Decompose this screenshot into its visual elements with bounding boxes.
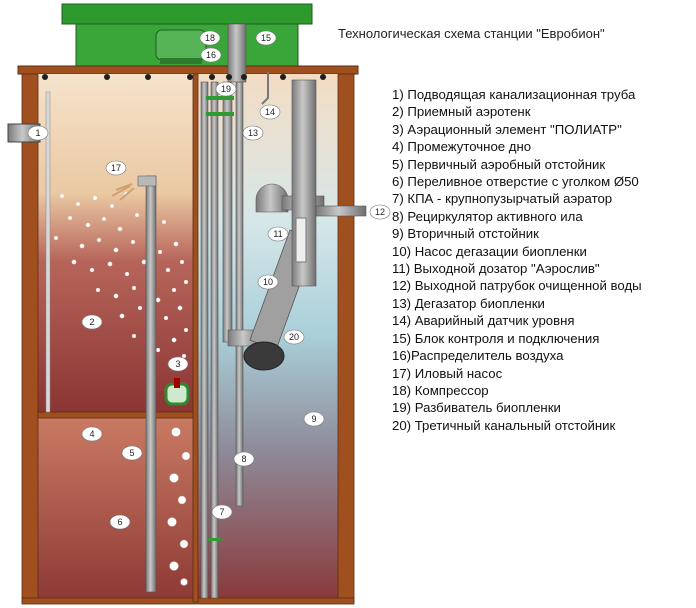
callout-label: 4 [89, 429, 94, 439]
legend-item: 20) Третичный канальный отстойник [392, 417, 616, 433]
callout-label: 8 [241, 454, 246, 464]
callout-label: 1 [35, 128, 40, 138]
coarse-bubbles [167, 427, 191, 586]
callout-marker: 1 [27, 125, 49, 141]
sludge-pump-pipe [111, 175, 157, 593]
green-clamp [208, 538, 222, 541]
callout-label: 3 [175, 359, 180, 369]
callout-marker: 12 [369, 204, 391, 220]
outlet-pipe [315, 205, 367, 217]
legend-item: 13) Дегазатор биопленки [392, 295, 545, 311]
callout-label: 17 [111, 163, 121, 173]
legend-item: 8) Рециркулятор активного ила [392, 208, 583, 224]
callout-marker: 7 [211, 504, 233, 520]
callout-marker: 20 [283, 329, 305, 345]
callout-label: 14 [265, 107, 275, 117]
callout-bubble [81, 426, 103, 442]
callout-bubble [267, 226, 289, 242]
callout-marker: 5 [121, 445, 143, 461]
callout-marker: 3 [167, 356, 189, 372]
callout-label: 13 [248, 128, 258, 138]
legend-item: 19) Разбиватель биопленки [392, 400, 561, 416]
callout-marker: 9 [303, 411, 325, 427]
legend-item: 14) Аварийный датчик уровня [392, 313, 575, 329]
callout-bubble [369, 204, 391, 220]
legend-item: 17) Иловый насос [392, 365, 503, 381]
callout-bubble [259, 104, 281, 120]
callout-marker: 18 [199, 30, 221, 46]
callout-label: 12 [375, 207, 385, 217]
callout-bubble [199, 30, 221, 46]
callout-marker: 4 [81, 426, 103, 442]
callout-bubble [27, 125, 49, 141]
callout-marker: 6 [109, 514, 131, 530]
callout-marker: 14 [259, 104, 281, 120]
control-unit [227, 23, 247, 83]
legend-list: 1) Подводящая канализационная труба 2) Пр… [392, 86, 642, 434]
legend-item: 18) Компрессор [392, 382, 489, 398]
tank-top-beam [17, 65, 359, 75]
legend-item: 11) Выходной дозатор "Аэрослив" [392, 261, 600, 277]
callout-label: 20 [289, 332, 299, 342]
callout-bubble [303, 411, 325, 427]
legend-item: 3) Аэрационный элемент "ПОЛИАТР" [392, 121, 622, 137]
compressor [155, 29, 207, 64]
callout-label: 7 [219, 507, 224, 517]
level-sensor [261, 72, 269, 105]
callout-marker: 11 [267, 226, 289, 242]
callout-bubble [121, 445, 143, 461]
callout-bubble [215, 81, 237, 97]
callout-marker: 15 [255, 30, 277, 46]
callout-marker: 17 [105, 160, 127, 176]
receiving-aerotank [38, 74, 193, 414]
legend-item: 16)Распределитель воздуха [392, 348, 564, 364]
legend-item: 9) Вторичный отстойник [392, 226, 539, 242]
air-line-left [45, 91, 51, 413]
outlet-dosing [295, 217, 307, 263]
callout-marker: 16 [200, 47, 222, 63]
callout-label: 15 [261, 33, 271, 43]
legend-item: 1) Подводящая канализационная труба [392, 87, 636, 102]
legend-item: 15) Блок контроля и подключения [392, 330, 600, 346]
legend-item: 6) Переливное отверстие с уголком Ø50 [392, 174, 639, 190]
callout-bubble [283, 329, 305, 345]
callout-bubble [211, 504, 233, 520]
primary-settler-zone [38, 418, 193, 598]
page-title: Технологическая схема станции "Евробион" [338, 26, 605, 41]
callout-marker: 13 [242, 125, 264, 141]
legend-item: 10) Насос дегазации биопленки [392, 243, 587, 259]
legend-item: 7) КПА - крупнопузырчатый аэратор [392, 191, 613, 207]
callout-bubble [167, 356, 189, 372]
callout-label: 5 [129, 448, 134, 458]
callout-label: 9 [311, 414, 316, 424]
callout-label: 10 [263, 277, 273, 287]
callout-label: 19 [221, 84, 231, 94]
callout-marker: 8 [233, 451, 255, 467]
callout-marker: 19 [215, 81, 237, 97]
callout-bubble [105, 160, 127, 176]
callout-bubble [200, 47, 222, 63]
callout-bubble [109, 514, 131, 530]
callout-bubble [81, 314, 103, 330]
callout-marker: 2 [81, 314, 103, 330]
callout-bubble [242, 125, 264, 141]
callout-bubble [255, 30, 277, 46]
callout-label: 2 [89, 317, 94, 327]
callout-bubble [257, 274, 279, 290]
biofilm-breaker [206, 96, 234, 116]
legend-item: 12) Выходной патрубок очищенной воды [392, 278, 642, 294]
legend-item: 2) Приемный аэротенк [392, 104, 531, 120]
aeration-element [164, 378, 190, 406]
callout-label: 16 [206, 50, 216, 60]
callout-marker: 10 [257, 274, 279, 290]
legend-item: 4) Промежуточное дно [392, 139, 532, 155]
legend-item: 5) Первичный аэробный отстойник [392, 156, 606, 172]
pipe-nozzles [42, 74, 326, 80]
callout-label: 11 [273, 229, 282, 239]
callout-label: 18 [205, 33, 215, 43]
callout-bubble [233, 451, 255, 467]
callout-label: 6 [117, 517, 122, 527]
